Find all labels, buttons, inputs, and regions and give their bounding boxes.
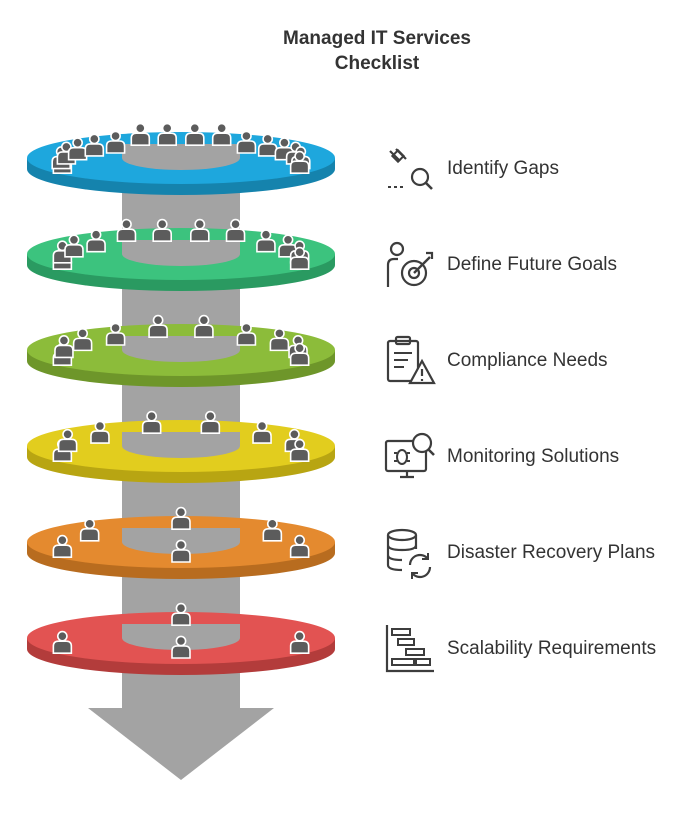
- layer-disc-6: [27, 602, 335, 675]
- person-icon: [269, 327, 290, 352]
- person-icon: [86, 229, 106, 253]
- broken-link-search-icon: [384, 143, 436, 195]
- layer-label-5: Disaster Recovery Plans: [447, 542, 656, 563]
- person-icon: [171, 635, 191, 659]
- person-icon: [72, 327, 93, 352]
- person-icon: [52, 630, 73, 654]
- person-icon: [141, 410, 162, 434]
- gantt-chart-icon: [384, 623, 436, 675]
- person-icon: [105, 322, 126, 346]
- person-icon: [116, 218, 137, 242]
- person-icon: [152, 218, 173, 242]
- person-icon: [84, 133, 105, 157]
- layer-label-2: Define Future Goals: [447, 254, 618, 275]
- monitor-bug-search-icon: [384, 431, 436, 483]
- person-icon: [185, 122, 205, 146]
- person-icon: [262, 518, 283, 542]
- person-icon: [90, 420, 110, 444]
- person-icon: [289, 150, 310, 174]
- title-line-1: Managed IT Services: [283, 28, 471, 49]
- person-icon: [289, 246, 310, 270]
- layer-label-4: Monitoring Solutions: [447, 446, 620, 467]
- person-icon: [252, 420, 272, 444]
- title-line-2: Checklist: [334, 53, 420, 74]
- layer-disc-3: [27, 314, 335, 387]
- person-icon: [236, 322, 257, 346]
- database-sync-icon: [384, 527, 436, 579]
- layer-disc-5: [27, 506, 335, 579]
- person-icon: [289, 534, 310, 558]
- person-icon: [171, 506, 191, 530]
- person-icon: [236, 130, 257, 154]
- person-icon: [257, 133, 278, 157]
- person-icon: [130, 122, 151, 146]
- person-target-icon: [384, 239, 436, 291]
- layer-disc-1: [27, 122, 335, 195]
- layer-disc-2: [27, 218, 335, 291]
- person-icon: [194, 314, 214, 338]
- layer-disc-4: [27, 410, 335, 483]
- person-icon: [171, 539, 191, 563]
- layer-label-1: Identify Gaps: [447, 158, 559, 179]
- person-icon: [225, 218, 246, 242]
- person-icon: [148, 314, 168, 338]
- person-icon: [57, 428, 78, 453]
- person-icon: [189, 218, 210, 242]
- person-icon: [52, 534, 73, 558]
- person-icon: [211, 122, 232, 146]
- diagram-title: Managed IT Services Checklist: [0, 26, 699, 76]
- layer-label-6: Scalability Requirements: [447, 638, 657, 659]
- layer-label-3: Compliance Needs: [447, 350, 608, 371]
- person-icon: [256, 229, 276, 253]
- person-icon: [64, 234, 84, 258]
- person-icon: [289, 342, 310, 366]
- down-arrow: [88, 690, 274, 780]
- person-icon: [105, 130, 126, 154]
- clipboard-warning-icon: [384, 335, 436, 387]
- person-icon: [171, 602, 191, 626]
- person-icon: [157, 122, 177, 146]
- person-icon: [79, 518, 100, 542]
- person-icon: [200, 410, 221, 434]
- person-icon: [289, 630, 310, 654]
- person-icon: [289, 438, 310, 462]
